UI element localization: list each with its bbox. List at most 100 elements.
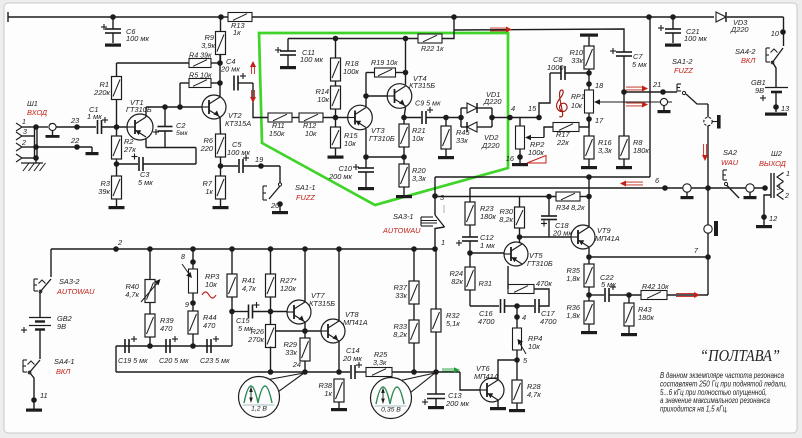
svg-text:5 мк: 5 мк (632, 60, 647, 69)
svg-text:100к: 100к (343, 67, 359, 76)
svg-text:RP3: RP3 (205, 272, 220, 281)
svg-text:21: 21 (652, 80, 661, 89)
svg-text:C21: C21 (686, 27, 700, 36)
svg-text:C18: C18 (555, 221, 569, 230)
svg-text:R37: R37 (393, 283, 407, 292)
svg-text:23: 23 (70, 116, 80, 125)
svg-text:2: 2 (117, 238, 122, 247)
svg-text:5,1к: 5,1к (446, 319, 460, 328)
svg-text:9В: 9В (755, 86, 764, 95)
svg-text:R44: R44 (203, 313, 217, 322)
svg-text:R5 10к: R5 10к (189, 71, 212, 80)
svg-text:R35: R35 (566, 266, 580, 275)
svg-text:VT3: VT3 (371, 126, 385, 135)
svg-text:20: 20 (270, 201, 280, 210)
svg-text:R29: R29 (283, 340, 297, 349)
svg-text:1: 1 (22, 119, 26, 126)
svg-text:R26: R26 (250, 327, 264, 336)
svg-text:8: 8 (181, 252, 186, 261)
svg-text:GB1: GB1 (751, 78, 766, 87)
svg-text:10к: 10к (528, 342, 540, 351)
svg-text:12: 12 (769, 214, 777, 223)
svg-text:15: 15 (528, 104, 537, 113)
svg-text:Д220: Д220 (483, 97, 502, 106)
svg-text:5мк: 5мк (176, 130, 188, 137)
svg-text:C16: C16 (479, 309, 493, 318)
svg-text:C22: C22 (600, 273, 614, 282)
svg-text:RP1: RP1 (571, 94, 585, 101)
svg-text:VD2: VD2 (484, 133, 498, 142)
svg-text:ВКЛ: ВКЛ (741, 56, 756, 65)
svg-text:10к: 10к (412, 134, 424, 143)
svg-text:11: 11 (40, 391, 48, 400)
svg-text:R23: R23 (480, 204, 494, 213)
svg-text:33к: 33к (456, 136, 468, 145)
svg-text:22: 22 (70, 136, 79, 145)
svg-text:17: 17 (595, 116, 604, 125)
svg-text:Д220: Д220 (730, 25, 749, 34)
svg-text:5 мк: 5 мк (138, 178, 153, 187)
svg-text:C14: C14 (346, 346, 360, 355)
svg-text:R33: R33 (393, 322, 407, 331)
svg-text:2: 2 (21, 140, 26, 147)
svg-text:R28: R28 (527, 382, 541, 391)
svg-text:VT8: VT8 (345, 310, 359, 319)
svg-text:FUZZ: FUZZ (296, 193, 315, 202)
svg-text:C7: C7 (633, 52, 643, 61)
svg-text:C9 5 мк: C9 5 мк (415, 99, 441, 108)
svg-text:R20: R20 (412, 166, 426, 175)
svg-text:C1: C1 (89, 105, 98, 114)
svg-text:ВХОД: ВХОД (27, 108, 47, 117)
svg-text:20 мк: 20 мк (220, 65, 240, 74)
svg-text:ГТ310Б: ГТ310Б (369, 134, 395, 143)
svg-text:8,2к: 8,2к (499, 215, 513, 224)
svg-text:R11: R11 (272, 121, 285, 130)
svg-text:R3: R3 (101, 179, 111, 188)
svg-text:470: 470 (203, 321, 216, 330)
svg-text:1000: 1000 (547, 63, 564, 72)
svg-text:GB2: GB2 (57, 314, 72, 323)
svg-text:200 мк: 200 мк (328, 172, 352, 181)
svg-text:составляет 250 Гц при поднятой: составляет 250 Гц при поднятой педали, (660, 379, 787, 388)
svg-text:470: 470 (160, 324, 173, 333)
svg-text:SA2: SA2 (723, 148, 737, 157)
svg-text:КТ315А: КТ315А (225, 119, 251, 128)
svg-text:а значение максимального резон: а значение максимального резонанса (660, 396, 770, 405)
svg-text:ВЫХОД: ВЫХОД (759, 159, 786, 168)
svg-text:C5: C5 (232, 140, 242, 149)
svg-text:RP4: RP4 (528, 334, 542, 343)
svg-text:C10: C10 (338, 164, 352, 173)
svg-text:R21: R21 (412, 126, 426, 135)
svg-text:220к: 220к (93, 88, 110, 97)
svg-text:20 мк: 20 мк (552, 229, 572, 238)
svg-text:R7: R7 (203, 179, 213, 188)
svg-text:C23 5 мк: C23 5 мк (200, 356, 230, 365)
svg-text:C15: C15 (236, 316, 250, 325)
svg-text:VT1: VT1 (130, 98, 144, 107)
svg-text:8,2к: 8,2к (393, 330, 407, 339)
svg-text:ВКЛ: ВКЛ (56, 367, 71, 376)
svg-text:10к: 10к (571, 103, 583, 110)
svg-text:R36: R36 (566, 303, 580, 312)
svg-text:180к: 180к (633, 146, 649, 155)
svg-text:WAU: WAU (721, 158, 739, 167)
svg-text:C2: C2 (176, 121, 185, 130)
svg-text:R40: R40 (125, 282, 139, 291)
svg-text:1к: 1к (324, 389, 332, 398)
svg-text:16: 16 (506, 154, 515, 163)
svg-text:3,3к: 3,3к (412, 174, 426, 183)
svg-text:SA4-2: SA4-2 (735, 47, 756, 56)
svg-text:19: 19 (255, 155, 263, 164)
svg-text:R43: R43 (638, 305, 652, 314)
svg-text:R14: R14 (315, 87, 329, 96)
svg-text:5 мк: 5 мк (601, 280, 616, 289)
svg-text:180к: 180к (480, 212, 496, 221)
svg-text:470к: 470к (536, 279, 552, 288)
svg-text:R2: R2 (124, 137, 133, 146)
svg-text:4,7к: 4,7к (527, 390, 541, 399)
svg-text:R39: R39 (160, 316, 174, 325)
svg-text:100 мк: 100 мк (126, 34, 149, 43)
svg-text:100 мк: 100 мк (684, 34, 707, 43)
svg-text:SA4-1: SA4-1 (54, 357, 75, 366)
svg-text:SA3-2: SA3-2 (59, 277, 80, 286)
